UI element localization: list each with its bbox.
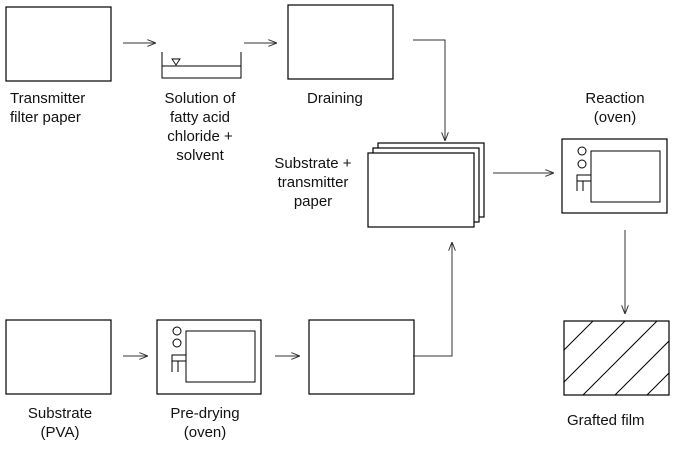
transmitter-label-line2: filter paper bbox=[10, 109, 81, 126]
reaction-label-line1: Reaction bbox=[585, 90, 644, 107]
transmitter-filter-paper-box bbox=[5, 6, 112, 82]
reaction-oven-icon bbox=[561, 138, 668, 214]
arrow-dried-to-stack bbox=[413, 243, 452, 357]
draining-label: Draining bbox=[307, 90, 363, 107]
stack-label-line1: Substrate + bbox=[274, 155, 351, 172]
stack-label-line2: transmitter bbox=[278, 174, 349, 191]
substrate-transmitter-stack bbox=[367, 142, 485, 228]
solution-label-line2: fatty acid bbox=[170, 109, 230, 126]
solution-label-line3: chloride + bbox=[167, 128, 233, 145]
solution-label-line1: Solution of bbox=[165, 90, 237, 107]
dried-substrate-box bbox=[308, 319, 415, 395]
transmitter-label-line1: Transmitter bbox=[10, 90, 85, 107]
substrate-pva-box bbox=[5, 319, 112, 395]
reaction-label-line2: (oven) bbox=[594, 109, 637, 126]
stack-label-line3: paper bbox=[294, 193, 332, 210]
predrying-oven-icon bbox=[156, 319, 262, 395]
predrying-label-line1: Pre-drying bbox=[170, 405, 239, 422]
solution-label-line4: solvent bbox=[176, 147, 224, 164]
grafted-film-box bbox=[563, 320, 670, 396]
substrate-label-line1: Substrate bbox=[28, 405, 92, 422]
diagonal-hatch bbox=[564, 321, 669, 395]
beaker-icon bbox=[161, 52, 242, 79]
draining-box bbox=[287, 4, 394, 80]
arrow-draining-to-stack bbox=[413, 39, 445, 140]
substrate-label-line2: (PVA) bbox=[41, 424, 80, 441]
predrying-label-line2: (oven) bbox=[184, 424, 227, 441]
grafted-label: Grafted film bbox=[567, 412, 645, 429]
